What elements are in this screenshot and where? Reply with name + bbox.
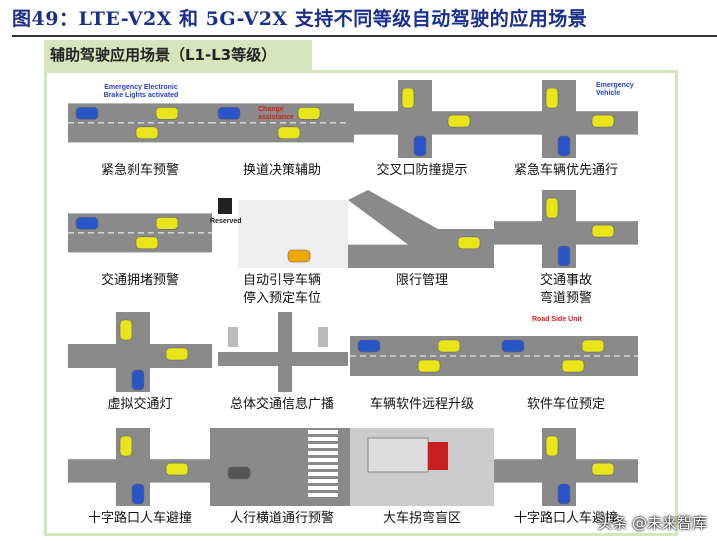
- scenario-label: 换道决策辅助: [242, 163, 321, 178]
- scenario-annotation: Road Side Unit: [532, 316, 582, 323]
- scenario-item: 人行横道通行预警: [208, 428, 356, 528]
- watermark: 头条 @未来智库: [597, 514, 707, 532]
- scenario-illustration: [350, 80, 494, 158]
- panel-heading: 辅助驾驶应用场景（L1-L3等级）: [44, 40, 312, 70]
- scenario-label: 虚拟交通灯: [107, 397, 173, 412]
- scenario-label: 人行横道通行预警: [229, 511, 334, 526]
- scenario-label: 软件车位预定: [526, 397, 605, 412]
- scenario-item: 十字路口人车避撞: [66, 428, 214, 528]
- scenario-item: 虚拟交通灯: [66, 312, 214, 414]
- scenario-item: Road Side Unit 软件车位预定: [492, 312, 640, 414]
- scenario-item: Reserved 自动引导车辆 停入预定车位: [208, 190, 356, 308]
- title-divider: [12, 35, 717, 37]
- scenario-label: 总体交通信息广播: [229, 397, 334, 412]
- scenario-label: 自动引导车辆 停入预定车位: [242, 273, 321, 306]
- scenario-item: 十字路口人车避撞: [492, 428, 640, 528]
- scenario-illustration: [68, 103, 212, 143]
- scenario-item: Emergency Electronic Brake Lights activa…: [66, 80, 214, 180]
- scenario-item: Change assistance 换道决策辅助: [208, 80, 356, 180]
- scenario-label: 限行管理: [395, 273, 448, 288]
- scenario-annotation: Change assistance: [258, 106, 294, 121]
- scenario-illustration: [348, 190, 494, 268]
- scenario-illustration: [68, 428, 212, 506]
- scenario-label: 大车拐弯盲区: [382, 511, 461, 526]
- scenario-item: 车辆软件远程升级: [348, 312, 496, 414]
- scenario-item: 交叉口防撞提示: [348, 80, 496, 180]
- scenario-label: 交通拥堵预警: [100, 273, 179, 288]
- scenario-item: 限行管理: [348, 190, 496, 290]
- scenario-item: Emergency Vehicle 紧急车辆优先通行: [492, 80, 640, 180]
- scenario-illustration: [494, 80, 638, 158]
- scenario-annotation: Reserved: [210, 218, 242, 225]
- scenario-illustration: [350, 428, 494, 506]
- scenario-annotation: Emergency Electronic Brake Lights activa…: [103, 84, 179, 99]
- scenario-illustration: [68, 213, 212, 253]
- scenario-label: 紧急车辆优先通行: [513, 163, 618, 178]
- scenario-illustration: [218, 312, 348, 392]
- scenario-annotation: Emergency Vehicle: [596, 82, 634, 97]
- scenario-illustration: [494, 428, 638, 506]
- scenario-illustration: [68, 312, 212, 392]
- scenario-illustration: [350, 336, 494, 376]
- scenario-label: 紧急刹车预警: [100, 163, 179, 178]
- scenario-illustration: [210, 428, 354, 506]
- scenario-label: 十字路口人车避撞: [87, 511, 192, 526]
- scenario-label: 交通事故 弯道预警: [539, 273, 592, 306]
- scenario-item: 交通事故 弯道预警: [492, 190, 640, 308]
- figure-title: 图49：LTE-V2X 和 5G-V2X 支持不同等级自动驾驶的应用场景: [12, 8, 588, 30]
- scenario-label: 交叉口防撞提示: [376, 163, 468, 178]
- scenario-illustration: [218, 198, 348, 268]
- scenario-label: 十字路口人车避撞: [513, 511, 618, 526]
- scenario-illustration: [210, 103, 354, 143]
- scenario-label: 车辆软件远程升级: [369, 397, 474, 412]
- scenario-illustration: [494, 190, 638, 268]
- scenario-illustration: [494, 336, 638, 376]
- scenario-item: 总体交通信息广播: [208, 312, 356, 414]
- scenario-item: 大车拐弯盲区: [348, 428, 496, 528]
- scenario-item: 交通拥堵预警: [66, 190, 214, 290]
